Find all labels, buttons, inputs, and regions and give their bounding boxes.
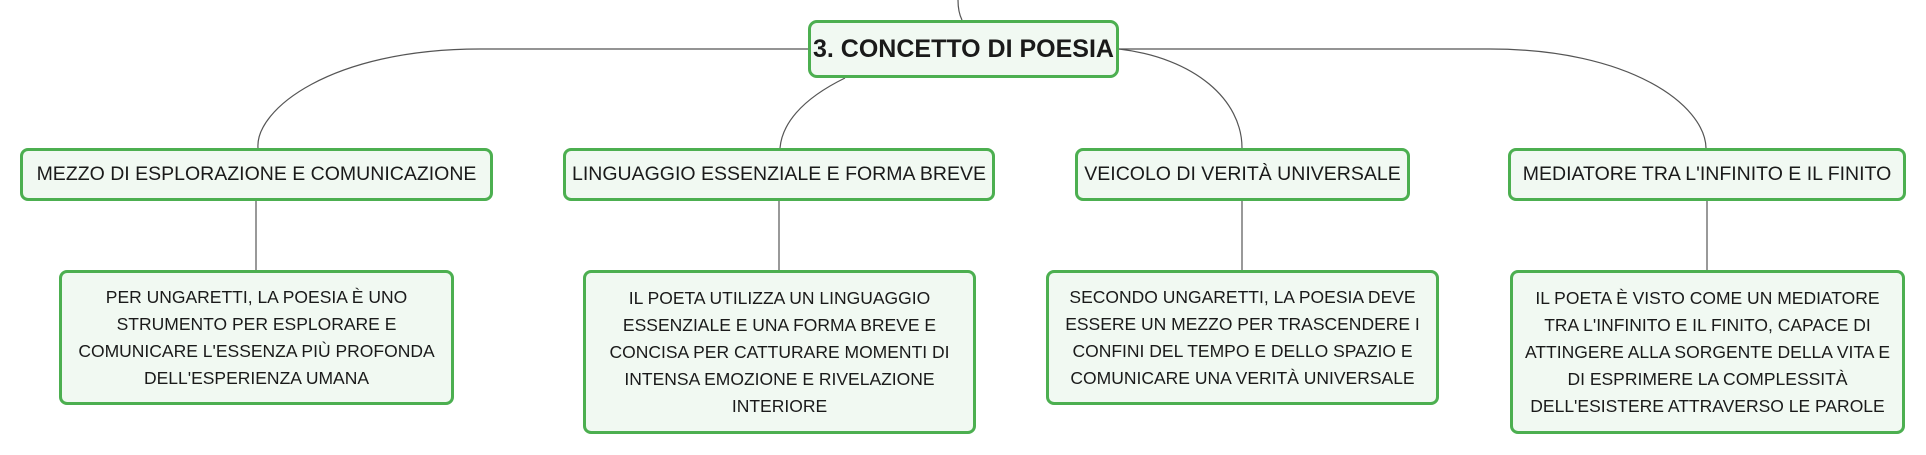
branch-topic[interactable]: LINGUAGGIO ESSENZIALE E FORMA BREVE xyxy=(563,148,995,201)
branch-topic-label: VEICOLO DI VERITÀ UNIVERSALE xyxy=(1084,163,1401,185)
connector-root-to-branch-2 xyxy=(779,77,846,149)
branch-topic[interactable]: MEDIATORE TRA L'INFINITO E IL FINITO xyxy=(1508,148,1906,201)
detail-topic-text: IL POETA È VISTO COME UN MEDIATORE TRA L… xyxy=(1524,287,1891,416)
branch-topic[interactable]: MEZZO DI ESPLORAZIONE E COMUNICAZIONE xyxy=(20,148,493,201)
root-topic-label: 3. CONCETTO DI POESIA xyxy=(813,34,1114,63)
connector-root-to-branch-1 xyxy=(257,48,808,149)
detail-topic[interactable]: IL POETA UTILIZZA UN LINGUAGGIO ESSENZIA… xyxy=(583,270,976,434)
detail-topic-text: IL POETA UTILIZZA UN LINGUAGGIO ESSENZIA… xyxy=(609,287,950,416)
branch-topic-label: LINGUAGGIO ESSENZIALE E FORMA BREVE xyxy=(572,163,986,185)
connector-root-to-branch-3 xyxy=(1118,48,1243,149)
connector-root-to-branch-4 xyxy=(1119,48,1707,149)
connector-parent-to-root xyxy=(957,0,963,21)
branch-topic-label: MEDIATORE TRA L'INFINITO E IL FINITO xyxy=(1522,163,1892,185)
detail-topic[interactable]: SECONDO UNGARETTI, LA POESIA DEVE ESSERE… xyxy=(1046,270,1439,405)
branch-topic[interactable]: VEICOLO DI VERITÀ UNIVERSALE xyxy=(1075,148,1410,201)
detail-topic[interactable]: IL POETA È VISTO COME UN MEDIATORE TRA L… xyxy=(1510,270,1905,434)
detail-topic[interactable]: PER UNGARETTI, LA POESIA È UNO STRUMENTO… xyxy=(59,270,454,405)
root-topic[interactable]: 3. CONCETTO DI POESIA xyxy=(808,20,1119,78)
detail-topic-text: PER UNGARETTI, LA POESIA È UNO STRUMENTO… xyxy=(78,286,435,388)
detail-topic-text: SECONDO UNGARETTI, LA POESIA DEVE ESSERE… xyxy=(1065,286,1420,388)
branch-topic-label: MEZZO DI ESPLORAZIONE E COMUNICAZIONE xyxy=(36,163,477,185)
